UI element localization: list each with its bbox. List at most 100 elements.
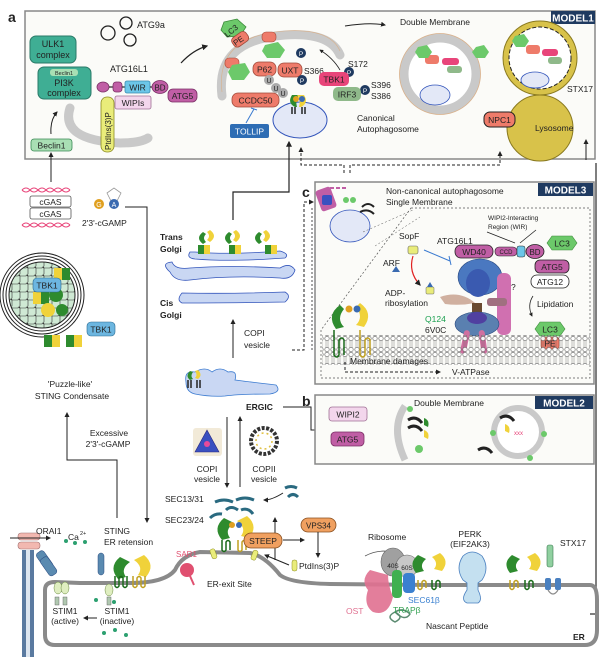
er-exit-label: ER-exit Site	[207, 579, 252, 589]
lipidation-label: Lipidation	[537, 299, 574, 309]
svg-text:Golgi: Golgi	[160, 244, 182, 254]
perk	[458, 551, 487, 604]
sting-dimer-c	[331, 303, 371, 358]
svg-text:P: P	[347, 70, 351, 77]
stim1-active: STIM1 (active)	[36, 550, 79, 626]
arf-label: ARF	[383, 258, 400, 268]
sting-condensate: TBK1 TBK1	[0, 252, 116, 347]
wir-region-label-1: WIPI2-Interacting	[488, 215, 539, 222]
lc3-pe: LC3 PE	[220, 18, 250, 48]
atg5-atg12: ATG5 ATG12	[530, 259, 570, 289]
svg-text:VPS34: VPS34	[306, 522, 331, 531]
atg9a-vesicles: ATG9a	[100, 16, 165, 47]
svg-text:P: P	[299, 51, 303, 58]
svg-text:2+: 2+	[80, 531, 86, 537]
stx17-label-top: STX17	[567, 84, 593, 94]
svg-text:STIM1: STIM1	[104, 606, 129, 616]
model2-badge-label: MODEL2	[543, 399, 585, 410]
svg-text:SAR1: SAR1	[176, 550, 197, 559]
wipi2-box: WIPI2	[328, 406, 368, 422]
ost-label: OST	[346, 606, 363, 616]
svg-text:(inactive): (inactive)	[100, 616, 135, 626]
s386-label: S386	[371, 91, 391, 101]
svg-text:ATG5: ATG5	[172, 91, 194, 101]
membrane-damages-label: Membrane damages	[350, 356, 428, 366]
sec13-coat	[214, 496, 255, 504]
svg-text:G: G	[96, 202, 101, 209]
s172-label: S172	[348, 59, 368, 69]
svg-text:Trans: Trans	[160, 232, 183, 242]
lc3-top-label: LC3	[554, 239, 570, 249]
model1-badge-label: MODEL1	[552, 14, 594, 25]
svg-text:STIM1: STIM1	[52, 606, 77, 616]
phagophore-membrane	[64, 103, 153, 148]
phagophore-b	[394, 404, 409, 462]
svg-text:PI3K: PI3K	[54, 78, 74, 88]
svg-text:A: A	[112, 202, 117, 209]
copii-vesicle: COPII vesicle	[249, 426, 279, 484]
svg-text:TOLLIP: TOLLIP	[235, 127, 264, 137]
sec61b-label: SEC61β	[408, 595, 440, 605]
ptdins3p-er-label: PtdIns(3)P	[299, 561, 339, 571]
svg-text:TBK1: TBK1	[323, 75, 345, 85]
wir-region-label-2: Region (WIR)	[488, 224, 527, 231]
model1-badge	[551, 11, 595, 24]
phospho-sites: P P P P	[296, 48, 370, 95]
sopf-label: SopF	[399, 231, 419, 241]
svg-text:WIPIs: WIPIs	[122, 98, 145, 108]
copi-vesicle: COPI vesicle	[193, 428, 222, 484]
lysosome-label: Lysosome	[535, 123, 574, 133]
sec23-label: SEC23/24	[165, 515, 204, 525]
sar1: SAR1	[176, 550, 197, 586]
svg-text:60S: 60S	[401, 565, 413, 572]
svg-text:WIR: WIR	[129, 83, 146, 93]
ribosome-label: Ribosome	[368, 532, 407, 542]
sting-ribosome	[412, 553, 446, 591]
adp-label-1: ADP-	[385, 288, 405, 298]
excessive-label-1: Excessive	[90, 428, 129, 438]
panel-letter-b: b	[302, 393, 311, 409]
svg-text:WD40: WD40	[462, 247, 486, 257]
svg-text:(active): (active)	[51, 616, 79, 626]
beclin1-small-badge	[50, 69, 78, 76]
sting-stx17	[506, 544, 561, 595]
sting-eres	[209, 516, 259, 561]
svg-text:Cis: Cis	[160, 298, 174, 308]
svg-text:COPI: COPI	[197, 464, 218, 474]
stim1-inactive: STIM1 (inactive)	[94, 552, 135, 637]
svg-text:cGAS: cGAS	[39, 209, 62, 219]
perk-label-2: (EIF2AK3)	[450, 539, 490, 549]
golgi-sting	[198, 230, 277, 254]
atg9a-label: ATG9a	[137, 20, 165, 30]
perk-label-1: PERK	[458, 529, 481, 539]
lipid-bilayer	[322, 335, 590, 365]
svg-text:complex: complex	[36, 50, 70, 60]
svg-text:CCD: CCD	[500, 250, 514, 256]
svg-text:40S: 40S	[387, 563, 399, 570]
svg-text:2'3'-cGAMP: 2'3'-cGAMP	[82, 218, 127, 228]
ulk1-complex: ULK1 complex	[29, 35, 77, 64]
arf-icon	[392, 266, 400, 272]
svg-text:COPII: COPII	[252, 464, 275, 474]
cgas-dna: cGAS cGAS	[21, 187, 72, 228]
orai1: ORAI1 Ca 2+	[10, 526, 87, 550]
atg16l1-c-label: ATG16L1	[437, 236, 473, 246]
svg-text:BD: BD	[154, 84, 165, 93]
ccdc50-box: CCDC50	[231, 92, 280, 108]
sting-retention-label-2: ER retension	[104, 537, 153, 547]
panel-letter-a: a	[8, 9, 16, 25]
ribosome: 40S 60S	[364, 547, 419, 623]
svg-text:CCDC50: CCDC50	[238, 96, 272, 106]
pi3k-complex: Beclin1 PI3K complex	[37, 66, 92, 100]
condensate-label-1: 'Puzzle-like'	[48, 379, 93, 389]
panel-a-model1: a MODEL1 ATG9a ULK1 complex Beclin1 PI3K…	[8, 9, 596, 173]
svg-text:NPC1: NPC1	[488, 115, 511, 125]
atg5-box-b: ATG5	[330, 431, 365, 447]
steep-box: STEEP	[243, 532, 283, 549]
atg16l1-domains: WD40 CCD BD	[454, 244, 545, 259]
ptdins3p-er-icon	[291, 559, 298, 572]
svg-text:U: U	[280, 91, 285, 98]
svg-text:STEEP: STEEP	[249, 536, 277, 546]
ptdins3p-pill	[100, 96, 115, 153]
